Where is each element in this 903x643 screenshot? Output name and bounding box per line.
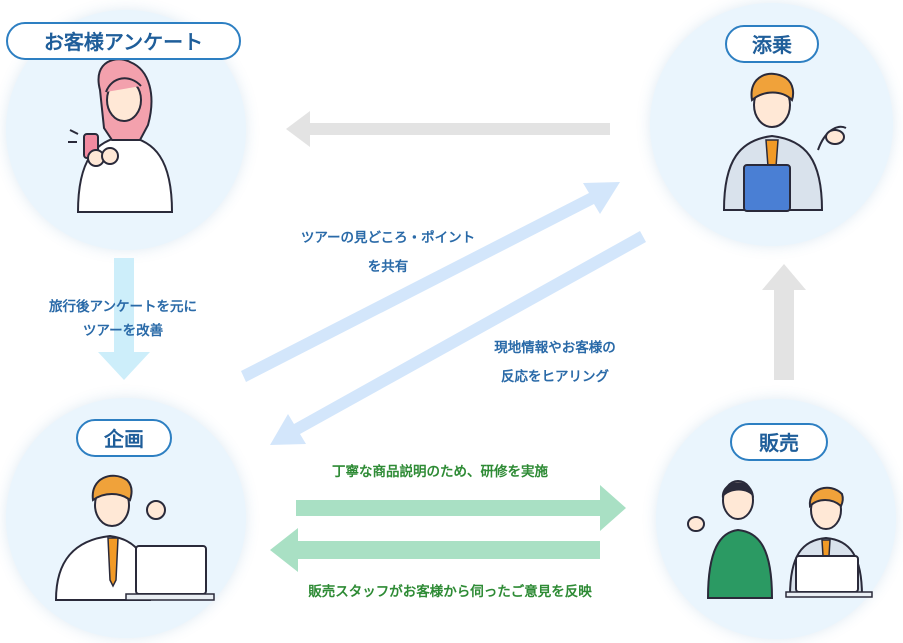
arrow-escort-to-planning xyxy=(270,231,646,445)
edge-survey-to-planning-label: 旅行後アンケートを元に ツアーを改善 xyxy=(18,295,228,343)
edge-escort-to-planning-line2: 反応をヒアリング xyxy=(501,369,609,385)
businessman-folder-illustration xyxy=(722,72,847,212)
edge-planning-to-escort-label: ツアーの見どころ・ポイント を共有 xyxy=(268,224,508,282)
node-survey-label: お客様アンケート xyxy=(6,22,241,60)
arrow-planning-to-escort xyxy=(241,182,620,382)
arrow-sales-to-escort xyxy=(762,264,806,380)
node-planning-label: 企画 xyxy=(76,419,172,457)
edge-planning-to-escort-line2: を共有 xyxy=(367,259,409,275)
edge-escort-to-planning-line1: 現地情報やお客様の xyxy=(494,340,616,356)
edge-survey-to-planning-line1: 旅行後アンケートを元に xyxy=(49,299,197,315)
edge-planning-to-escort-line1: ツアーの見どころ・ポイント xyxy=(300,230,476,246)
woman-phone-illustration xyxy=(68,58,174,213)
edge-escort-to-planning-label: 現地情報やお客様の 反応をヒアリング xyxy=(460,334,650,392)
edge-sales-to-planning-label: 販売スタッフがお客様から伺ったご意見を反映 xyxy=(308,584,592,600)
edge-planning-to-sales-label: 丁寧な商品説明のため、研修を実施 xyxy=(332,464,548,480)
arrow-sales-to-planning xyxy=(270,528,600,572)
node-escort-label: 添乗 xyxy=(725,25,819,63)
arrow-planning-to-sales xyxy=(296,485,626,531)
node-sales-label: 販売 xyxy=(730,423,828,461)
arrow-escort-to-survey xyxy=(286,111,610,147)
man-laptop-illustration xyxy=(54,474,215,601)
edge-survey-to-planning-line2: ツアーを改善 xyxy=(82,323,164,339)
arrow-survey-to-planning xyxy=(98,258,150,380)
sales-staff-illustration xyxy=(687,480,873,599)
